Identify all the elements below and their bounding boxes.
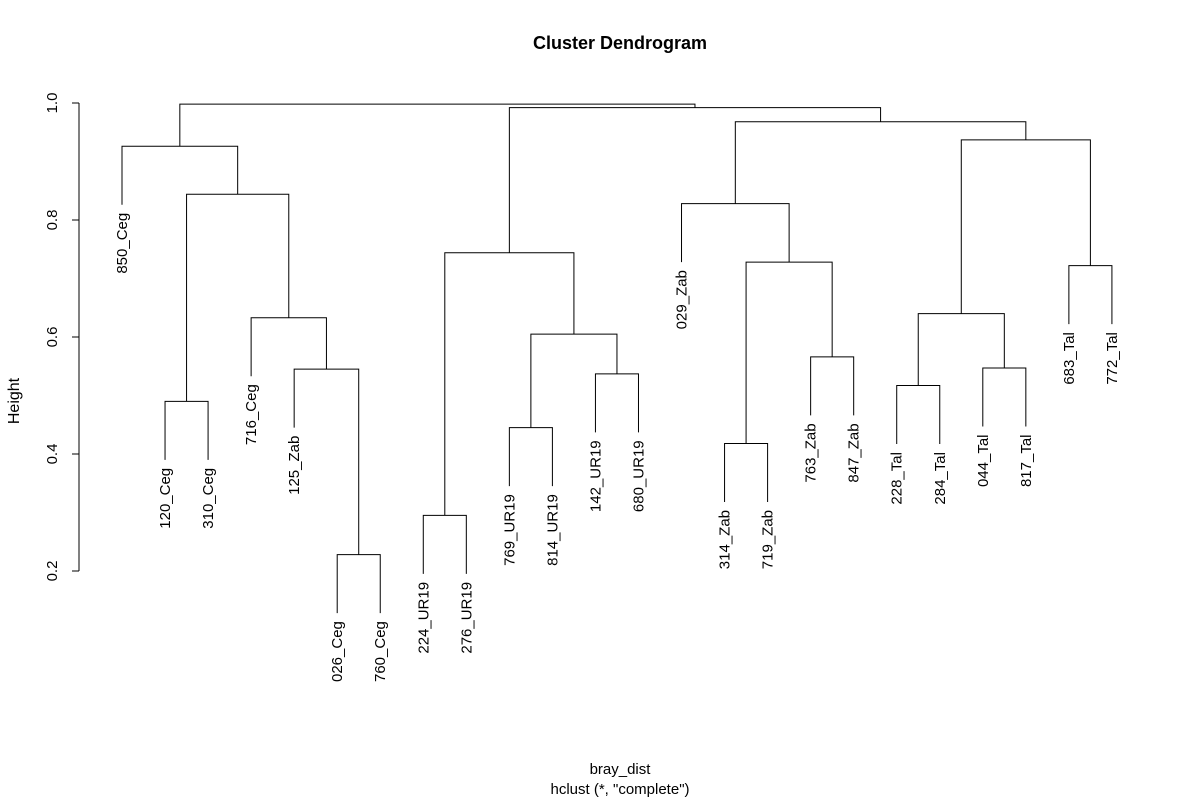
- leaf-label: 716_Ceg: [243, 384, 260, 445]
- plot-subtitle: hclust (*, "complete"): [550, 781, 689, 798]
- dendrogram-link: [508, 427, 553, 487]
- y-axis: 0.2 0.4 0.6 0.8 1.0: [44, 93, 80, 582]
- leaf-label: 680_UR19: [630, 440, 647, 512]
- x-axis-label: bray_dist: [590, 761, 652, 778]
- leaf-label: 142_UR19: [587, 440, 604, 512]
- leaf-label: 029_Zab: [674, 270, 691, 329]
- leaf-label: 125_Zab: [286, 436, 303, 495]
- leaf-label: 763_Zab: [803, 423, 820, 482]
- dendrogram-link: [508, 107, 882, 253]
- dendrogram-link: [917, 313, 1005, 386]
- dendrogram-link: [960, 139, 1091, 314]
- dendrogram-link: [896, 385, 941, 445]
- leaf-label: 276_UR19: [458, 582, 475, 654]
- dendrogram-link: [250, 317, 327, 377]
- leaf-label: 310_Ceg: [200, 468, 217, 529]
- dendrogram-link: [734, 121, 1027, 204]
- dendrogram-link: [982, 367, 1027, 427]
- leaf-label: 817_Tal: [1018, 435, 1035, 488]
- dendrogram-link: [186, 193, 290, 402]
- leaf-label: 772_Tal: [1104, 332, 1121, 385]
- leaf-label: 814_UR19: [544, 494, 561, 566]
- dendrogram-link: [121, 145, 239, 205]
- y-tick-label: 0.6: [44, 327, 61, 348]
- y-tick-label: 1.0: [44, 93, 61, 114]
- leaf-label: 769_UR19: [501, 494, 518, 566]
- dendrogram-links: [121, 103, 1113, 614]
- leaf-label: 847_Zab: [846, 423, 863, 482]
- dendrogram-link: [179, 103, 696, 147]
- leaf-label: 683_Tal: [1061, 332, 1078, 385]
- dendrogram-link: [1068, 265, 1113, 325]
- y-tick-label: 0.8: [44, 210, 61, 231]
- dendrogram-link: [724, 442, 769, 502]
- leaf-label: 224_UR19: [415, 582, 432, 654]
- dendrogram-link: [293, 368, 360, 555]
- leaf-label: 850_Ceg: [114, 213, 131, 274]
- leaf-label: 314_Zab: [717, 510, 734, 569]
- leaf-labels: 850_Ceg 120_Ceg 310_Ceg 716_Ceg 125_Zab 026_C…: [114, 213, 1121, 682]
- leaf-label: 284_Tal: [932, 452, 949, 505]
- leaf-label: 760_Ceg: [372, 621, 389, 682]
- leaf-label: 120_Ceg: [157, 468, 174, 529]
- y-axis-label: Height: [6, 377, 23, 424]
- leaf-label: 719_Zab: [760, 510, 777, 569]
- dendrogram-link: [810, 356, 855, 416]
- dendrogram-link: [681, 203, 790, 263]
- y-tick-label: 0.2: [44, 561, 61, 582]
- y-tick-label: 0.4: [44, 444, 61, 465]
- leaf-label: 026_Ceg: [329, 621, 346, 682]
- dendrogram-link: [164, 400, 209, 460]
- dendrogram-link: [530, 333, 618, 428]
- leaf-label: 228_Tal: [889, 452, 906, 505]
- dendrogram-link: [594, 373, 639, 433]
- chart-title: Cluster Dendrogram: [533, 33, 707, 53]
- dendrogram-link: [422, 514, 467, 574]
- dendrogram-link: [745, 261, 833, 444]
- dendrogram-link: [336, 554, 381, 614]
- leaf-label: 044_Tal: [975, 435, 992, 488]
